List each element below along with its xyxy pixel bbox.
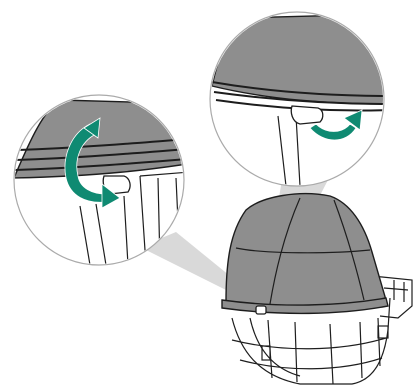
canopy-main	[226, 194, 386, 306]
canopy-latch	[256, 306, 266, 314]
clip-right	[291, 106, 323, 124]
product-overview	[222, 194, 412, 384]
canopy-edge-right	[212, 14, 390, 104]
canopy-edge-left	[14, 100, 200, 178]
